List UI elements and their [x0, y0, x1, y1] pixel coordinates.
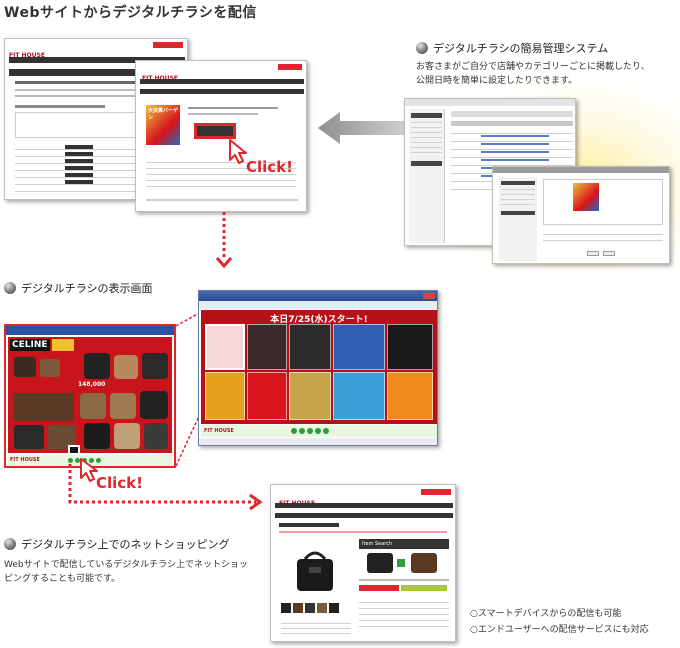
dotted-arrow-right	[68, 464, 263, 511]
flyer-brand-label: CELINE	[10, 339, 50, 351]
note-smart-devices: ○スマートデバイスからの配信も可能	[470, 609, 622, 619]
note-end-user-service: ○エンドユーザーへの配信サービスにも対応	[470, 625, 649, 635]
fit-house-logo: FIT HOUSE	[10, 457, 40, 463]
shopping-heading: デジタルチラシ上でのネットショッピング	[4, 536, 230, 552]
admin-screenshot-front	[492, 166, 670, 264]
view-flyer-button[interactable]	[194, 123, 236, 139]
cursor-arrow-icon	[229, 139, 247, 164]
display-heading: デジタルチラシの表示画面	[4, 280, 153, 296]
bullet-ball-icon	[4, 282, 16, 294]
website-screenshot-front: FIT HOUSE 大決算バーゲン	[135, 60, 307, 212]
notes-list: ○スマートデバイスからの配信も可能 ○エンドユーザーへの配信サービスにも対応	[470, 606, 649, 638]
flyer-browser-window: 本日7/25(水)スタート! FIT HOUSE	[198, 290, 438, 446]
management-description: お客さまがご自分で店舗やカテゴリーごとに掲載したり、 公開日時を簡単に設定したり…	[416, 62, 650, 86]
flyer-headline: 本日7/25(水)スタート!	[270, 315, 368, 325]
cursor-arrow-icon	[80, 458, 98, 482]
product-hotspot[interactable]	[68, 445, 80, 455]
product-page-screenshot: FIT HOUSE Item Search	[270, 484, 456, 642]
left-arrow-icon	[318, 112, 414, 144]
page-prev-button[interactable]	[291, 428, 297, 434]
fit-house-logo: FIT HOUSE	[204, 428, 234, 434]
shopping-description: Webサイトで配信しているデジタルチラシ上でネットショッ ピングすることも可能で…	[4, 560, 248, 584]
admin-cancel-button[interactable]	[603, 251, 615, 256]
flyer-promo-text: 大決算バーゲン	[148, 108, 179, 121]
dotted-arrow-down	[215, 212, 233, 269]
flyer-viewer-small: CELINE 148,000 FIT HOUSE	[4, 324, 176, 468]
fit-house-logo: FIT HOUSE	[9, 52, 45, 59]
admin-save-button[interactable]	[587, 251, 599, 256]
click-label-top: Click!	[246, 158, 293, 176]
management-heading: デジタルチラシの簡易管理システム	[416, 40, 608, 56]
page-next-button[interactable]	[323, 428, 329, 434]
bullet-ball-icon	[416, 42, 428, 54]
product-image[interactable]	[281, 539, 349, 599]
header-button[interactable]	[153, 42, 183, 48]
handbag-icon	[297, 551, 333, 591]
item-search-header: Item Search	[359, 539, 449, 549]
store-list-table	[15, 143, 179, 195]
flyer-price: 148,000	[78, 381, 106, 388]
add-to-cart-button[interactable]	[359, 585, 399, 591]
click-label-bottom: Click!	[96, 474, 143, 492]
flyer-page: 本日7/25(水)スタート!	[201, 310, 437, 424]
page-title: Webサイトからデジタルチラシを配信	[4, 5, 257, 21]
flyer-thumbnail[interactable]: 大決算バーゲン	[146, 105, 180, 145]
fit-house-logo: FIT HOUSE	[142, 75, 178, 82]
close-icon[interactable]	[423, 293, 435, 299]
bullet-ball-icon	[4, 538, 16, 550]
